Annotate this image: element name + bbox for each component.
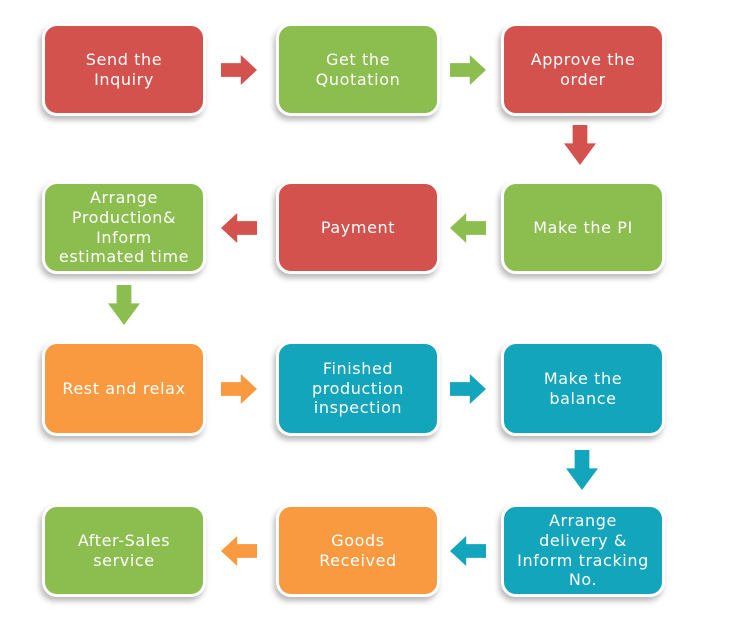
flow-step-label: After-Sales service — [77, 530, 171, 570]
flow-step-payment: Payment — [276, 181, 440, 274]
arrow-down-icon — [108, 285, 140, 325]
flow-step-label: Make the PI — [533, 217, 633, 237]
flow-step-label: Arrange delivery & Inform tracking No. — [517, 511, 649, 590]
flow-step-make-pi: Make the PI — [501, 181, 665, 274]
flow-step-label: Payment — [320, 217, 396, 237]
flow-step-make-balance: Make the balance — [501, 341, 665, 436]
flow-step-label: Finished production inspection — [312, 359, 404, 418]
flow-step-after-sales: After-Sales service — [42, 504, 206, 597]
flow-step-label: Goods Received — [319, 530, 397, 570]
flow-step-arrange-production: Arrange Production& Inform estimated tim… — [42, 181, 206, 274]
flow-step-label: Make the balance — [543, 368, 623, 408]
flow-step-label: Arrange Production& Inform estimated tim… — [58, 188, 190, 267]
flow-step-label: Approve the order — [530, 49, 636, 89]
flow-step-label: Send the Inquiry — [85, 49, 163, 89]
arrow-down-icon — [564, 125, 596, 165]
flow-step-arrange-delivery: Arrange delivery & Inform tracking No. — [501, 504, 665, 597]
flow-step-goods-received: Goods Received — [276, 504, 440, 597]
arrow-left-icon — [221, 213, 257, 243]
arrow-left-icon — [450, 536, 486, 566]
arrow-left-icon — [221, 536, 257, 566]
flow-step-finished-inspection: Finished production inspection — [276, 341, 440, 436]
flow-step-label: Rest and relax — [62, 378, 186, 398]
arrow-left-icon — [450, 213, 486, 243]
arrow-right-icon — [450, 55, 486, 85]
flow-step-send-inquiry: Send the Inquiry — [42, 23, 206, 116]
arrow-right-icon — [221, 374, 257, 404]
flow-step-get-quotation: Get the Quotation — [276, 23, 440, 116]
flow-step-approve-order: Approve the order — [501, 23, 665, 116]
arrow-down-icon — [566, 450, 598, 490]
flow-step-label: Get the Quotation — [315, 49, 401, 89]
arrow-right-icon — [450, 374, 486, 404]
flow-step-rest-relax: Rest and relax — [42, 341, 206, 436]
arrow-right-icon — [221, 55, 257, 85]
